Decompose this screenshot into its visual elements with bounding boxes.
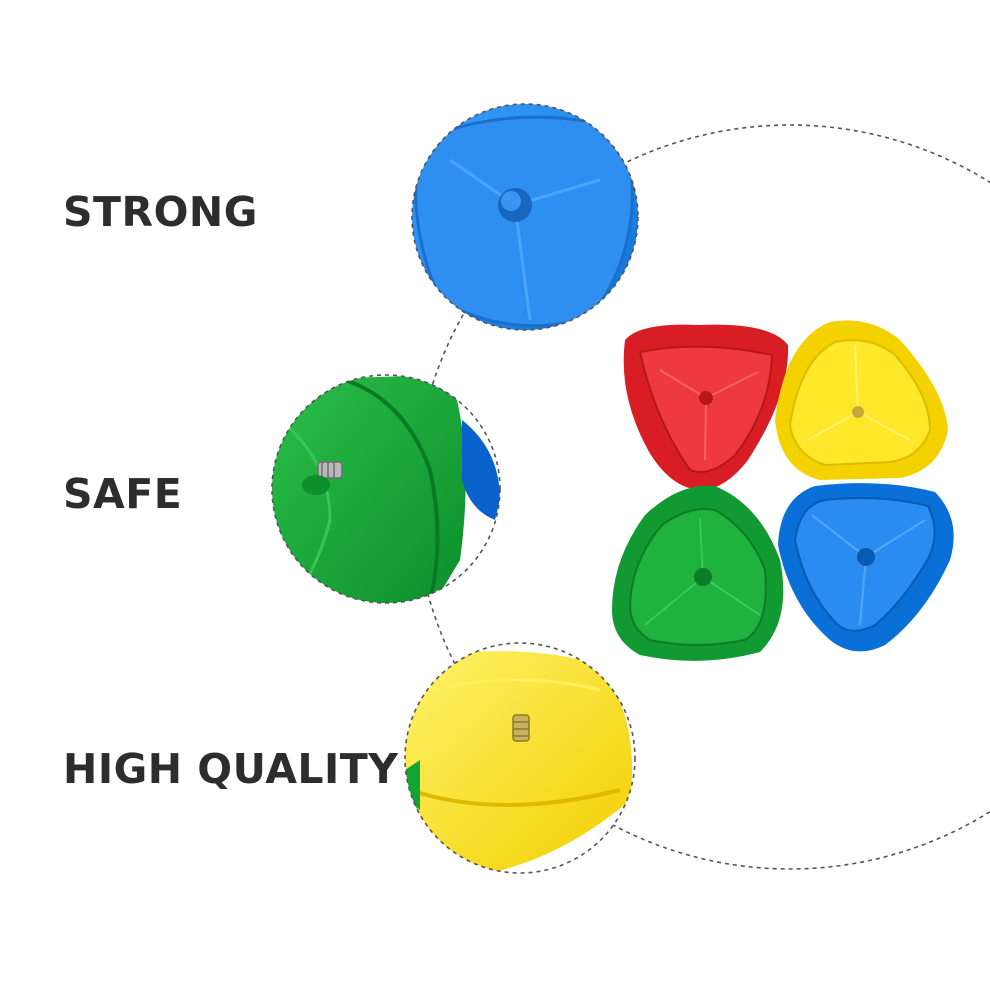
- zoom-circle-yellow: [405, 643, 635, 873]
- feature-label-strong: STRONG: [63, 188, 258, 236]
- zoom-circle-green: [272, 375, 500, 603]
- card-holder-red: [623, 324, 789, 490]
- card-holder-yellow: [775, 320, 948, 480]
- feature-label-high-quality: HIGH QUALITY: [63, 745, 399, 793]
- dashed-ring: [414, 124, 990, 870]
- card-holder-green: [612, 485, 784, 661]
- card-holder-blue: [778, 483, 954, 652]
- feature-label-safe: SAFE: [63, 470, 183, 518]
- zoom-circle-blue: [412, 104, 638, 330]
